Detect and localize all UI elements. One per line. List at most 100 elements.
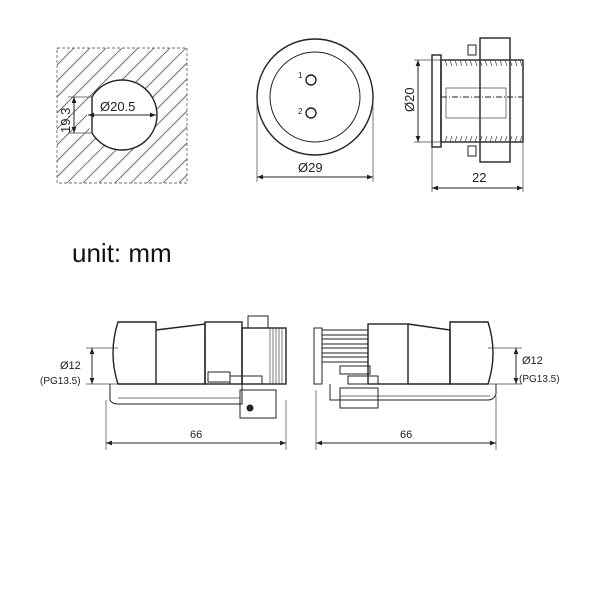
pin-1-label: 1: [298, 71, 303, 80]
front-diameter-label: Ø29: [298, 160, 323, 175]
thread-tick: [449, 135, 453, 143]
plug-coupling-nut: [204, 321, 243, 385]
hatch-line: [57, 48, 59, 50]
thread-tick: [479, 135, 483, 143]
hatch-line: [130, 126, 187, 183]
socket-fin: [321, 347, 369, 354]
plug-gland-label: (PG13.5): [40, 376, 81, 387]
socket-front-plate: [313, 327, 323, 385]
socket-fin: [321, 356, 369, 363]
thread-tick: [504, 59, 508, 67]
side-nut: [479, 37, 511, 163]
socket-pin-2: [347, 375, 379, 385]
socket-contact-fins: [321, 329, 369, 363]
pin-2-label: 2: [298, 107, 303, 116]
plug-cable-diameter-label: Ø12: [60, 360, 81, 372]
hatch-line: [57, 48, 123, 114]
side-thread: [444, 59, 523, 143]
side-inner-cavity: [445, 87, 507, 119]
socket-fin: [321, 338, 369, 345]
pin-1-hole: [305, 74, 317, 86]
plug-lower-section: [109, 384, 243, 405]
cutout-diameter-label: Ø20.5: [100, 99, 135, 114]
socket-cable-diameter-label: Ø12: [522, 355, 543, 367]
socket-pin-1: [339, 365, 371, 375]
hatch-line: [178, 174, 187, 183]
hatch-line: [57, 48, 155, 146]
thread-tick: [459, 59, 463, 67]
thread-tick: [519, 59, 523, 67]
cutout-height-label: 19.3: [58, 108, 73, 133]
thread-tick: [484, 59, 488, 67]
side-length-label: 22: [472, 170, 486, 185]
thread-tick: [489, 59, 493, 67]
hatch-line: [114, 110, 187, 183]
front-inner-face: [269, 51, 361, 143]
plug-pin-right: [229, 375, 263, 385]
side-flange: [431, 54, 442, 148]
plug-pin-left: [207, 371, 231, 383]
plug-length-label: 66: [190, 429, 202, 441]
side-body: [440, 59, 524, 143]
thread-tick: [444, 59, 448, 67]
unit-note: unit: mm: [72, 238, 172, 268]
thread-tick: [474, 135, 478, 143]
socket-body-taper: [407, 323, 451, 385]
thread-tick: [469, 135, 473, 143]
thread-tick: [494, 135, 498, 143]
thread-tick: [514, 59, 518, 67]
socket-gland-nut: [449, 321, 494, 385]
hatch-line: [57, 48, 107, 98]
socket-contact-body: [339, 387, 379, 409]
thread-tick: [444, 135, 448, 143]
thread-tick: [494, 59, 498, 67]
side-nut-tab-bottom: [467, 145, 477, 157]
thread-tick: [459, 135, 463, 143]
side-diameter-label: Ø20: [402, 87, 417, 112]
thread-tick: [504, 135, 508, 143]
panel-hatch: [0, 48, 187, 183]
hatch-line: [0, 48, 42, 183]
socket-gland-label: (PG13.5): [519, 374, 560, 385]
thread-tick: [484, 135, 488, 143]
pin-2-hole: [305, 107, 317, 119]
plug-view: Ø12 (PG13.5) 66: [40, 315, 287, 450]
plug-thread: [269, 328, 283, 384]
thread-tick: [479, 59, 483, 67]
thread-tick: [489, 135, 493, 143]
hatch-line: [57, 48, 139, 130]
plug-contact-body: [239, 389, 277, 419]
thread-tick: [509, 59, 513, 67]
socket-lower-section: [329, 384, 497, 401]
panel-outline: [56, 47, 188, 184]
thread-tick: [499, 59, 503, 67]
thread-tick: [449, 59, 453, 67]
socket-fin: [321, 329, 369, 336]
socket-view: Ø12 (PG13.5) 66: [313, 321, 560, 450]
side-view: Ø20 22: [402, 37, 524, 192]
panel-cutout-view: Ø20.5 19.3: [0, 47, 188, 184]
cutout-hole-outline: [91, 79, 158, 151]
plug-front-tab: [247, 315, 269, 329]
front-outer-ring: [256, 38, 374, 156]
front-view: 1 2 Ø29: [256, 38, 374, 182]
plug-body-taper: [155, 323, 206, 385]
plug-oring: [246, 404, 254, 412]
thread-tick: [464, 135, 468, 143]
side-nut-tab-top: [467, 44, 477, 56]
hatch-line: [57, 48, 91, 82]
thread-tick: [519, 135, 523, 143]
plug-gland-nut: [112, 321, 157, 385]
thread-tick: [499, 135, 503, 143]
thread-tick: [474, 59, 478, 67]
thread-tick: [454, 59, 458, 67]
socket-body: [367, 323, 409, 385]
socket-length-label: 66: [400, 429, 412, 441]
hatch-line: [146, 142, 187, 183]
hatch-line: [98, 94, 187, 183]
thread-tick: [454, 135, 458, 143]
thread-tick: [509, 135, 513, 143]
thread-tick: [464, 59, 468, 67]
hatch-line: [162, 158, 187, 183]
